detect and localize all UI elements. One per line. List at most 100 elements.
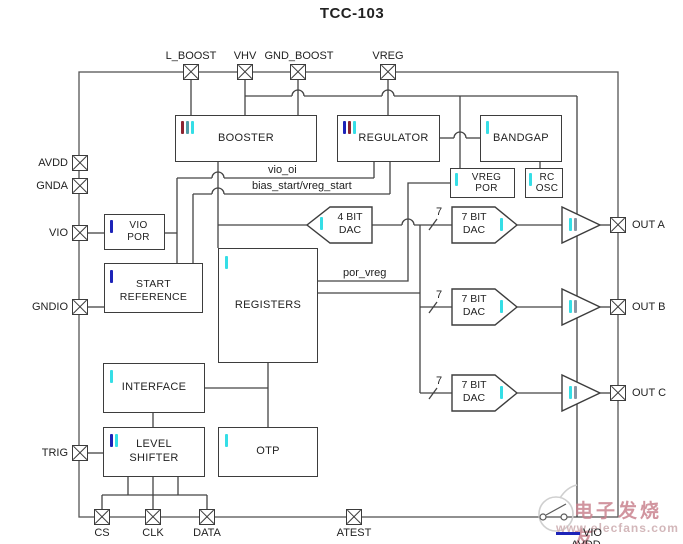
- pin-label-atest: ATEST: [336, 527, 372, 539]
- domain-bar: [574, 218, 577, 231]
- pin-label-avdd: AVDD: [38, 157, 68, 169]
- block-label-bandgap: BANDGAP: [493, 131, 549, 144]
- amp-c-shape: [561, 373, 602, 413]
- pin-label-clk: CLK: [142, 527, 164, 539]
- legend-label-avdd: AVDD: [571, 539, 601, 544]
- domain-bar: [110, 434, 113, 447]
- block-label-otp: OTP: [256, 445, 280, 458]
- domain-bar: [225, 434, 228, 447]
- block-label-start-reference: START REFERENCE: [119, 277, 188, 303]
- block-label-registers: REGISTERS: [234, 298, 302, 311]
- dac-7bit-a-shape: [451, 206, 519, 244]
- net-label-bias-start: bias_start/vreg_start: [252, 180, 352, 192]
- amp-a-domain-bars: [569, 218, 577, 231]
- block-level-shifter: LEVEL SHIFTER: [103, 427, 205, 477]
- dac-7bit-b-domain-bars: [500, 300, 503, 313]
- domain-bar: [343, 121, 346, 134]
- watermark-logo: [538, 484, 578, 532]
- pin-out-c: [610, 385, 626, 401]
- net-label-por-vreg: por_vreg: [343, 267, 387, 279]
- bus-width-label-b: 7: [436, 289, 443, 301]
- domain-bar: [574, 386, 577, 399]
- domain-bar: [569, 218, 572, 231]
- pin-clk: [145, 509, 161, 525]
- block-booster: BOOSTER: [175, 115, 317, 162]
- block-otp: OTP: [218, 427, 318, 477]
- bus-slash-c: [428, 387, 438, 400]
- domain-bar: [110, 370, 113, 383]
- pin-vreg: [380, 64, 396, 80]
- amp-a-shape: [561, 205, 602, 245]
- block-bandgap: BANDGAP: [480, 115, 562, 162]
- block-label-rc-osc: RC OSC: [535, 171, 559, 195]
- dac-7bit-c-domain-bars: [500, 386, 503, 399]
- pin-label-trig: TRIG: [41, 447, 68, 459]
- pin-label-out-a: OUT A: [632, 219, 665, 231]
- switch-lever: [545, 503, 567, 516]
- pin-label-vreg: VREG: [372, 50, 404, 62]
- domain-bar: [455, 173, 458, 186]
- amp-b-domain-bars: [569, 300, 577, 313]
- vio-por-domain-bars: [110, 220, 113, 233]
- block-rc-osc: RC OSC: [525, 168, 563, 198]
- dac-7bit-b-label: 7 BIT DAC: [461, 293, 487, 319]
- pin-label-gnda: GNDA: [36, 180, 68, 192]
- block-regulator: REGULATOR: [337, 115, 440, 162]
- domain-bar: [110, 220, 113, 233]
- block-label-vio-por: VIO POR: [127, 220, 150, 243]
- domain-bar: [186, 121, 189, 134]
- bus-width-label-c: 7: [436, 375, 443, 387]
- level-shifter-domain-bars: [110, 434, 118, 447]
- pin-gndio: [72, 299, 88, 315]
- block-label-vreg-por: VREG POR: [471, 171, 502, 195]
- pin-data: [199, 509, 215, 525]
- watermark-url-text: www.elecfans.com: [556, 521, 679, 535]
- pin-label-l-boost: L_BOOST: [165, 50, 217, 62]
- dac-4bit-label: 4 BIT DAC: [337, 211, 363, 237]
- domain-bar: [500, 386, 503, 399]
- pin-gnd-boost: [290, 64, 306, 80]
- domain-bar: [191, 121, 194, 134]
- pin-label-data: DATA: [193, 527, 221, 539]
- dac-7bit-b-shape: [451, 288, 519, 326]
- domain-bar: [500, 300, 503, 313]
- pin-atest: [346, 509, 362, 525]
- block-label-regulator: REGULATOR: [358, 131, 429, 144]
- pin-vio: [72, 225, 88, 241]
- legend-swatch-vio: [556, 532, 580, 535]
- dac-7bit-c-label: 7 BIT DAC: [461, 379, 487, 405]
- block-vreg-por: VREG POR: [450, 168, 515, 198]
- pin-label-gnd-boost: GND_BOOST: [264, 50, 334, 62]
- wires: [88, 80, 610, 517]
- pin-label-vio: VIO: [49, 227, 68, 239]
- block-start-reference: START REFERENCE: [104, 263, 203, 313]
- block-registers: REGISTERS: [218, 248, 318, 363]
- pin-label-gndio: GNDIO: [31, 301, 68, 313]
- pin-label-cs: CS: [94, 527, 110, 539]
- dac-4bit-shape: [305, 206, 373, 244]
- regulator-domain-bars: [343, 121, 356, 134]
- interface-domain-bars: [110, 370, 113, 383]
- amp-c-domain-bars: [569, 386, 577, 399]
- pin-label-out-b: OUT B: [632, 301, 666, 313]
- dac-7bit-a-label: 7 BIT DAC: [461, 211, 487, 237]
- domain-bar: [115, 434, 118, 447]
- pin-vhv: [237, 64, 253, 80]
- registers-domain-bars: [225, 256, 228, 269]
- pin-cs: [94, 509, 110, 525]
- start-reference-domain-bars: [110, 270, 113, 283]
- dac-4bit-domain-bars: [320, 217, 323, 230]
- pin-label-out-c: OUT C: [632, 387, 667, 399]
- block-label-level-shifter: LEVEL SHIFTER: [129, 438, 179, 464]
- legend-label-vio: VIO: [583, 527, 602, 539]
- block-vio-por: VIO POR: [104, 214, 165, 250]
- pin-out-b: [610, 299, 626, 315]
- pin-l-boost: [183, 64, 199, 80]
- domain-bar: [110, 270, 113, 283]
- block-label-booster: BOOSTER: [218, 131, 274, 144]
- booster-domain-bars: [181, 121, 194, 134]
- domain-bar: [569, 300, 572, 313]
- domain-bar: [181, 121, 184, 134]
- bus-slash-a: [428, 218, 438, 231]
